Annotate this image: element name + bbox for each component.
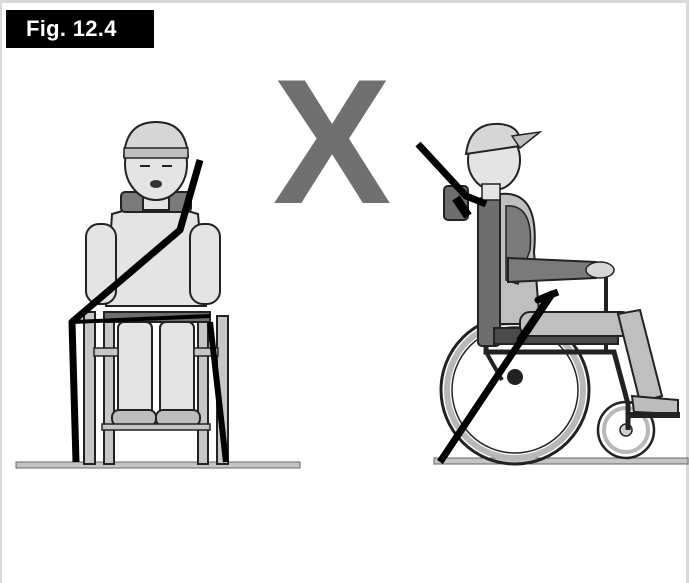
x-mark-text: X bbox=[273, 42, 392, 241]
arm-right bbox=[190, 224, 220, 304]
occupant-side-view bbox=[418, 124, 688, 464]
mouth bbox=[150, 180, 162, 188]
cap-brim-front bbox=[124, 148, 188, 158]
knee-bar-left bbox=[94, 348, 118, 356]
incorrect-x-mark: X bbox=[273, 42, 392, 241]
hand-side bbox=[586, 262, 614, 278]
occupant-front-view bbox=[16, 122, 300, 468]
chair-upright-inner-right bbox=[198, 318, 208, 464]
leg-left bbox=[118, 322, 152, 416]
backrest-side bbox=[478, 198, 500, 346]
floor-line-right bbox=[434, 458, 688, 464]
chair-upright-inner-left bbox=[104, 318, 114, 464]
rear-wheel-hub bbox=[507, 369, 523, 385]
chair-upright-left bbox=[84, 312, 95, 464]
foot-side bbox=[632, 396, 678, 414]
footplate-front bbox=[102, 424, 210, 430]
footrest-side bbox=[626, 412, 680, 418]
floor-line-left bbox=[16, 462, 300, 468]
neck-side bbox=[482, 184, 500, 200]
leg-right bbox=[160, 322, 194, 416]
